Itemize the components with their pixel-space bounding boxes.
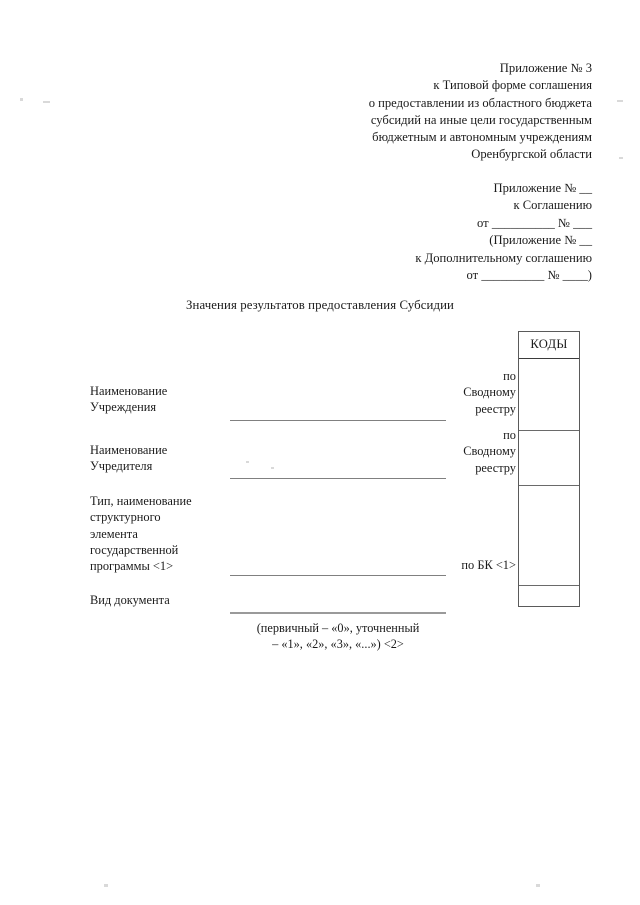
appendix-header-line-5: бюджетным и автономным учреждениям <box>372 130 592 145</box>
fill-line-program-element[interactable] <box>230 575 446 576</box>
label-founder-name-line-2: Учредителя <box>90 459 153 474</box>
caption-consolidated-register-1-line-1: по <box>503 369 516 383</box>
caption-consolidated-register-1-line-2: Сводному <box>463 385 516 400</box>
codes-cell-budget-classification[interactable] <box>519 486 579 586</box>
caption-consolidated-register-2-line-1: по <box>503 428 516 442</box>
caption-budget-classification: по БК <1> <box>461 558 516 572</box>
label-founder-name-line-1: Наименование <box>90 443 168 457</box>
agreement-reference-header: Приложение № __ к Соглашению от ________… <box>300 180 592 284</box>
scan-speck <box>617 100 623 102</box>
appendix-header-line-4: субсидий на иные цели государственным <box>370 112 592 127</box>
appendix-header-line-2: к Типовой форме соглашения <box>433 78 592 93</box>
scan-speck <box>43 101 50 103</box>
caption-consolidated-register-2-line-3: реестру <box>475 460 516 475</box>
page-title: Значения результатов предоставления Субс… <box>186 298 454 312</box>
label-document-type: Вид документа <box>90 593 170 607</box>
label-institution-name-line-1: Наименование <box>90 384 168 398</box>
caption-consolidated-register-1: по Сводному реестру <box>426 368 516 417</box>
codes-cell-document-type[interactable] <box>519 586 579 607</box>
label-program-element: Тип, наименование структурного элемента … <box>90 493 240 574</box>
codes-table-header: КОДЫ <box>519 332 579 359</box>
label-institution-name-line-2: Учреждения <box>90 400 157 415</box>
label-program-element-line-1: Тип, наименование <box>90 494 192 508</box>
document-type-footnote-line-2: – «1», «2», «3», «...») <2> <box>272 637 404 652</box>
agreement-ref-line-4: (Приложение № __ <box>489 233 592 248</box>
caption-consolidated-register-2-line-2: Сводному <box>463 444 516 459</box>
scan-speck <box>619 157 623 159</box>
fill-line-document-type[interactable] <box>230 612 446 614</box>
scan-speck <box>104 884 108 887</box>
appendix-header-line-3: о предоставлении из областного бюджета <box>368 95 592 110</box>
label-program-element-line-3: элемента <box>90 526 138 541</box>
scan-speck <box>246 461 249 463</box>
agreement-ref-line-5: к Дополнительному соглашению <box>415 250 592 265</box>
appendix-header: Приложение № 3 к Типовой форме соглашени… <box>270 60 592 164</box>
agreement-ref-line-3: от __________ № ___ <box>477 215 592 230</box>
document-type-footnote-line-1: (первичный – «0», уточненный <box>256 621 420 635</box>
scan-speck <box>20 98 23 101</box>
document-type-footnote: (первичный – «0», уточненный – «1», «2»,… <box>226 620 450 652</box>
fill-line-institution-name[interactable] <box>230 420 446 421</box>
agreement-ref-line-6: от __________ № ____) <box>466 268 592 283</box>
agreement-ref-line-1: Приложение № __ <box>493 181 593 195</box>
label-program-element-line-2: структурного <box>90 510 161 525</box>
fill-line-founder-name[interactable] <box>230 478 446 479</box>
caption-consolidated-register-1-line-3: реестру <box>475 401 516 416</box>
codes-cell-founder-register[interactable] <box>519 431 579 486</box>
label-founder-name: Наименование Учредителя <box>90 442 240 475</box>
caption-consolidated-register-2: по Сводному реестру <box>426 427 516 476</box>
appendix-header-line-1: Приложение № 3 <box>499 61 592 75</box>
label-program-element-line-5: программы <1> <box>90 559 174 574</box>
label-program-element-line-4: государственной <box>90 542 179 557</box>
scan-speck <box>271 467 274 469</box>
codes-table: КОДЫ <box>518 331 580 607</box>
appendix-header-line-6: Оренбургской области <box>471 147 592 162</box>
codes-cell-institution-register[interactable] <box>519 359 579 431</box>
agreement-ref-line-2: к Соглашению <box>513 198 592 213</box>
label-institution-name: Наименование Учреждения <box>90 383 240 416</box>
scan-speck <box>536 884 540 887</box>
